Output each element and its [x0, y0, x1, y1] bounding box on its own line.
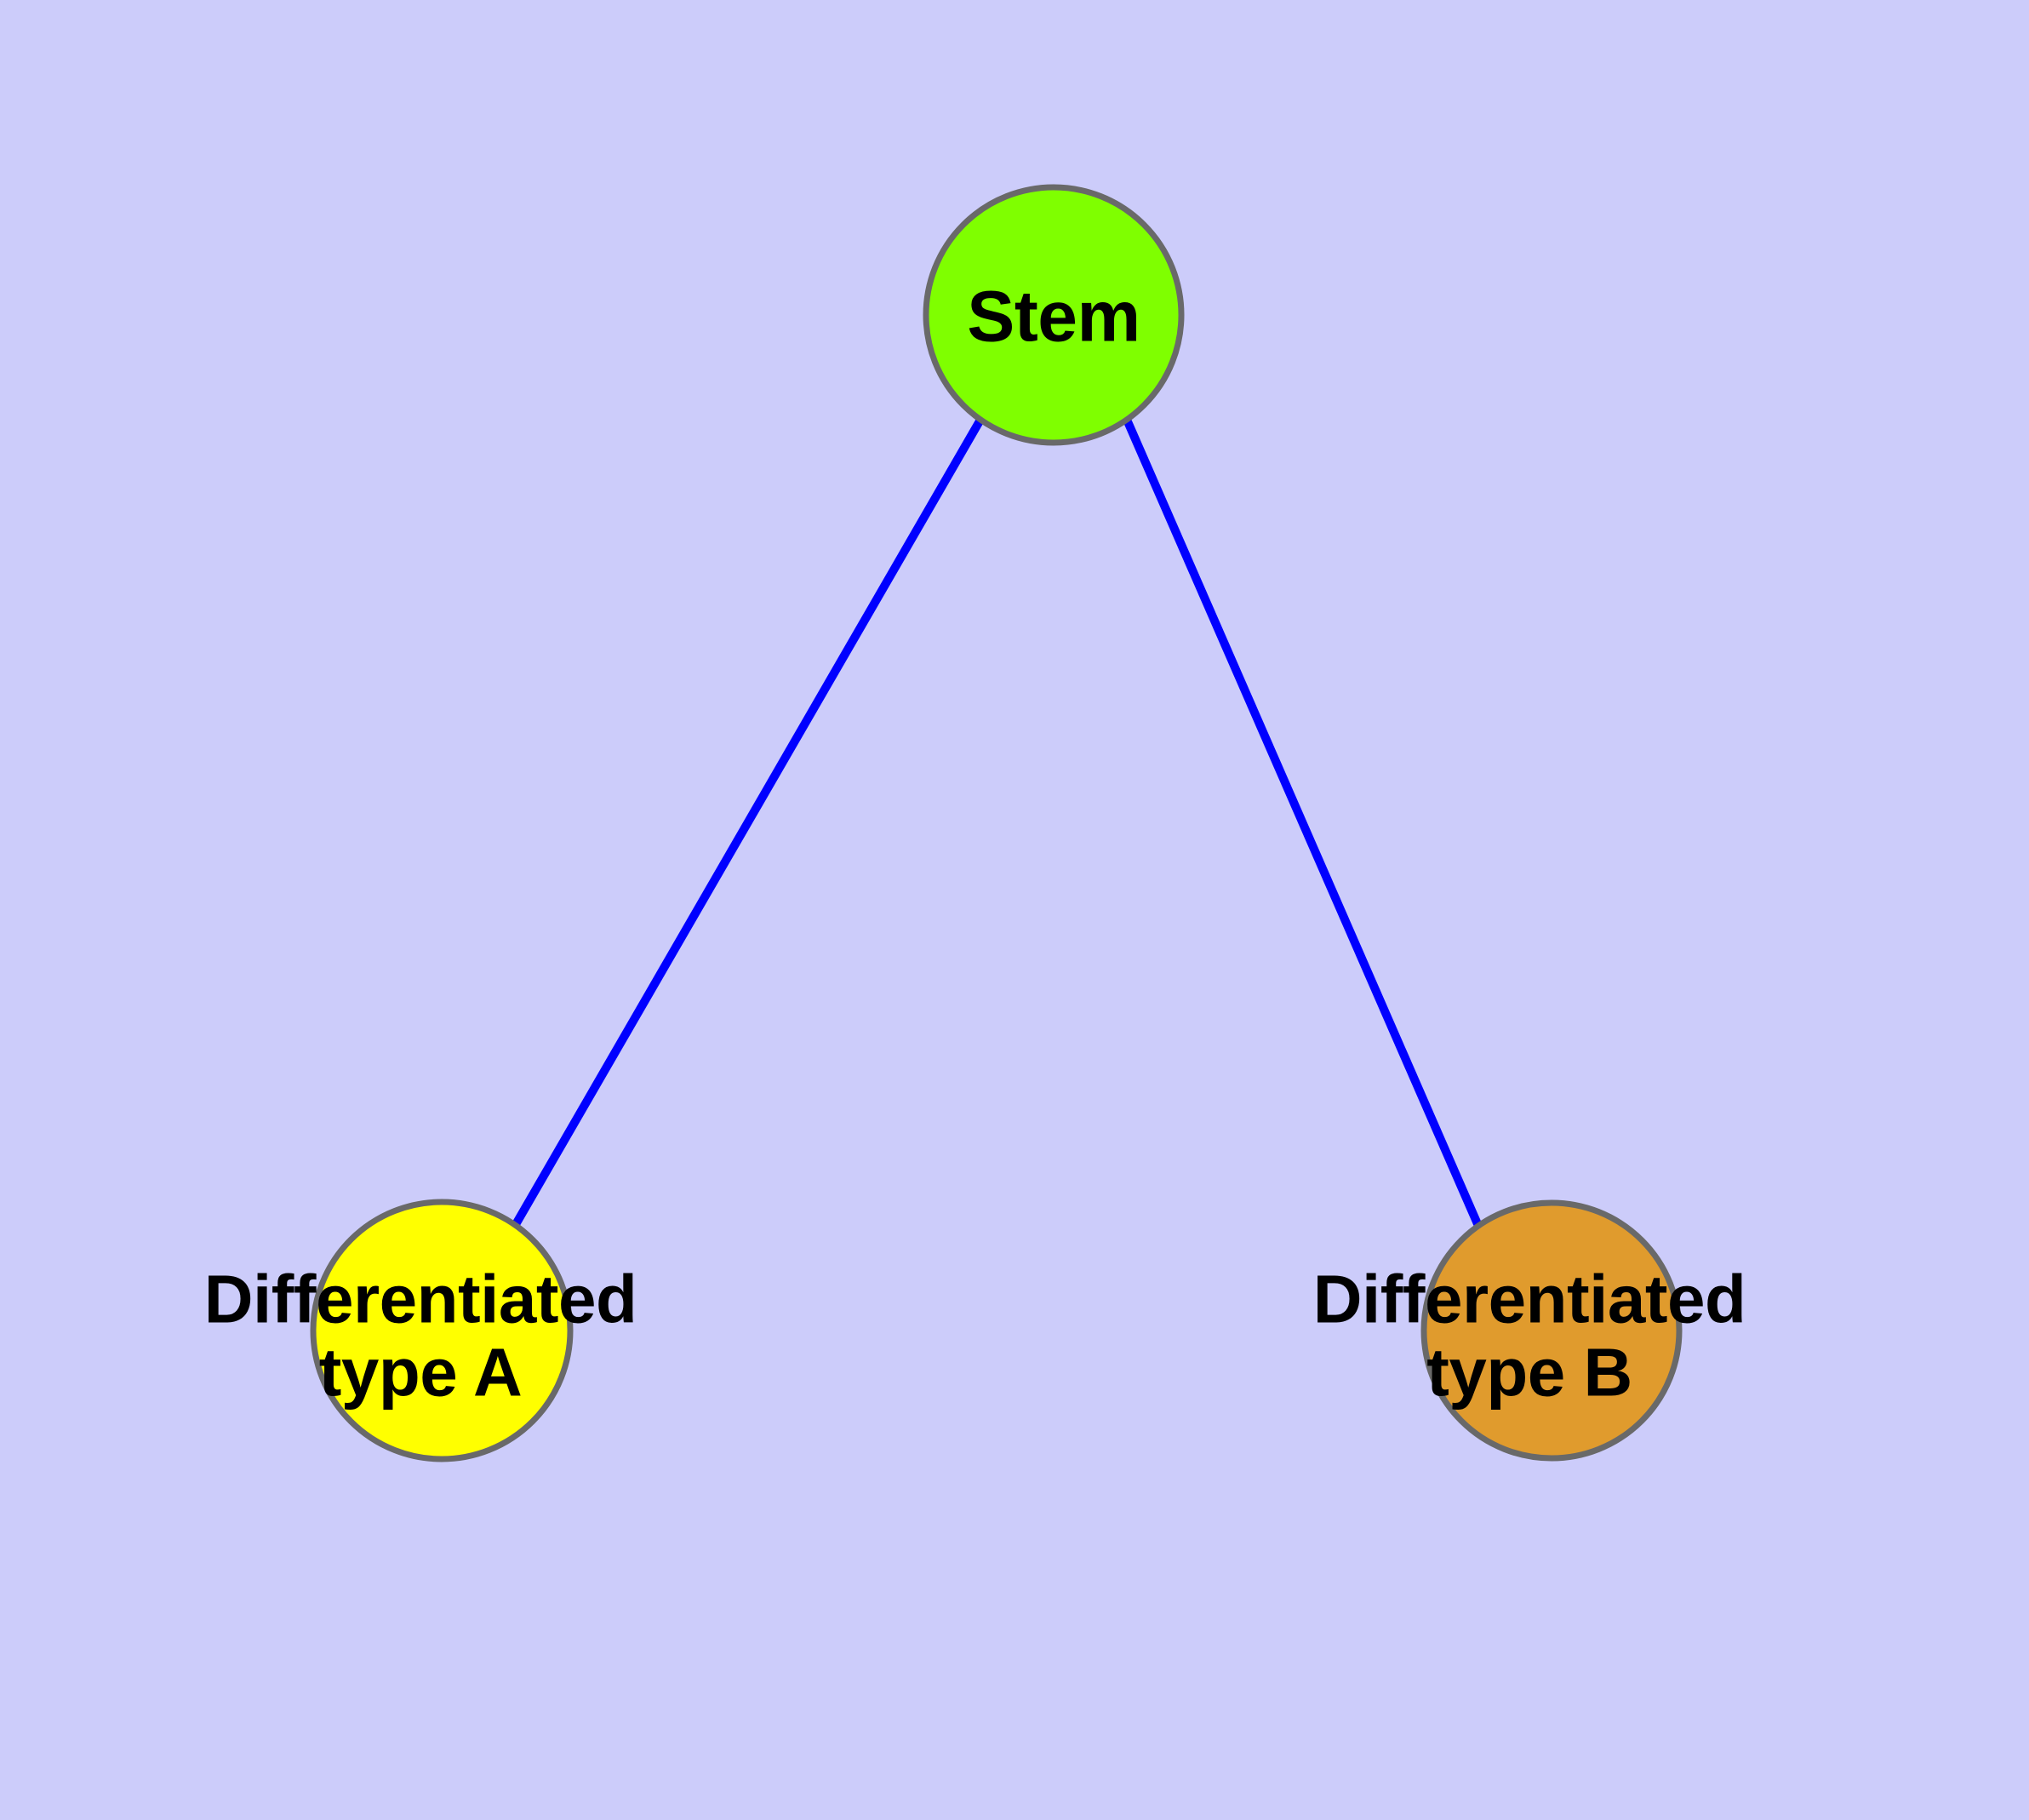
graph-edge-stem-to-diff-a[interactable]	[511, 417, 985, 1228]
graph-node-stem[interactable]	[923, 184, 1185, 446]
edge-layer	[511, 417, 1483, 1228]
graph-node-diff-b[interactable]	[1420, 1199, 1683, 1462]
graph-node-diff-a[interactable]	[310, 1199, 574, 1462]
graph-edge-stem-to-diff-b[interactable]	[1123, 418, 1483, 1228]
node-layer	[310, 184, 1683, 1462]
